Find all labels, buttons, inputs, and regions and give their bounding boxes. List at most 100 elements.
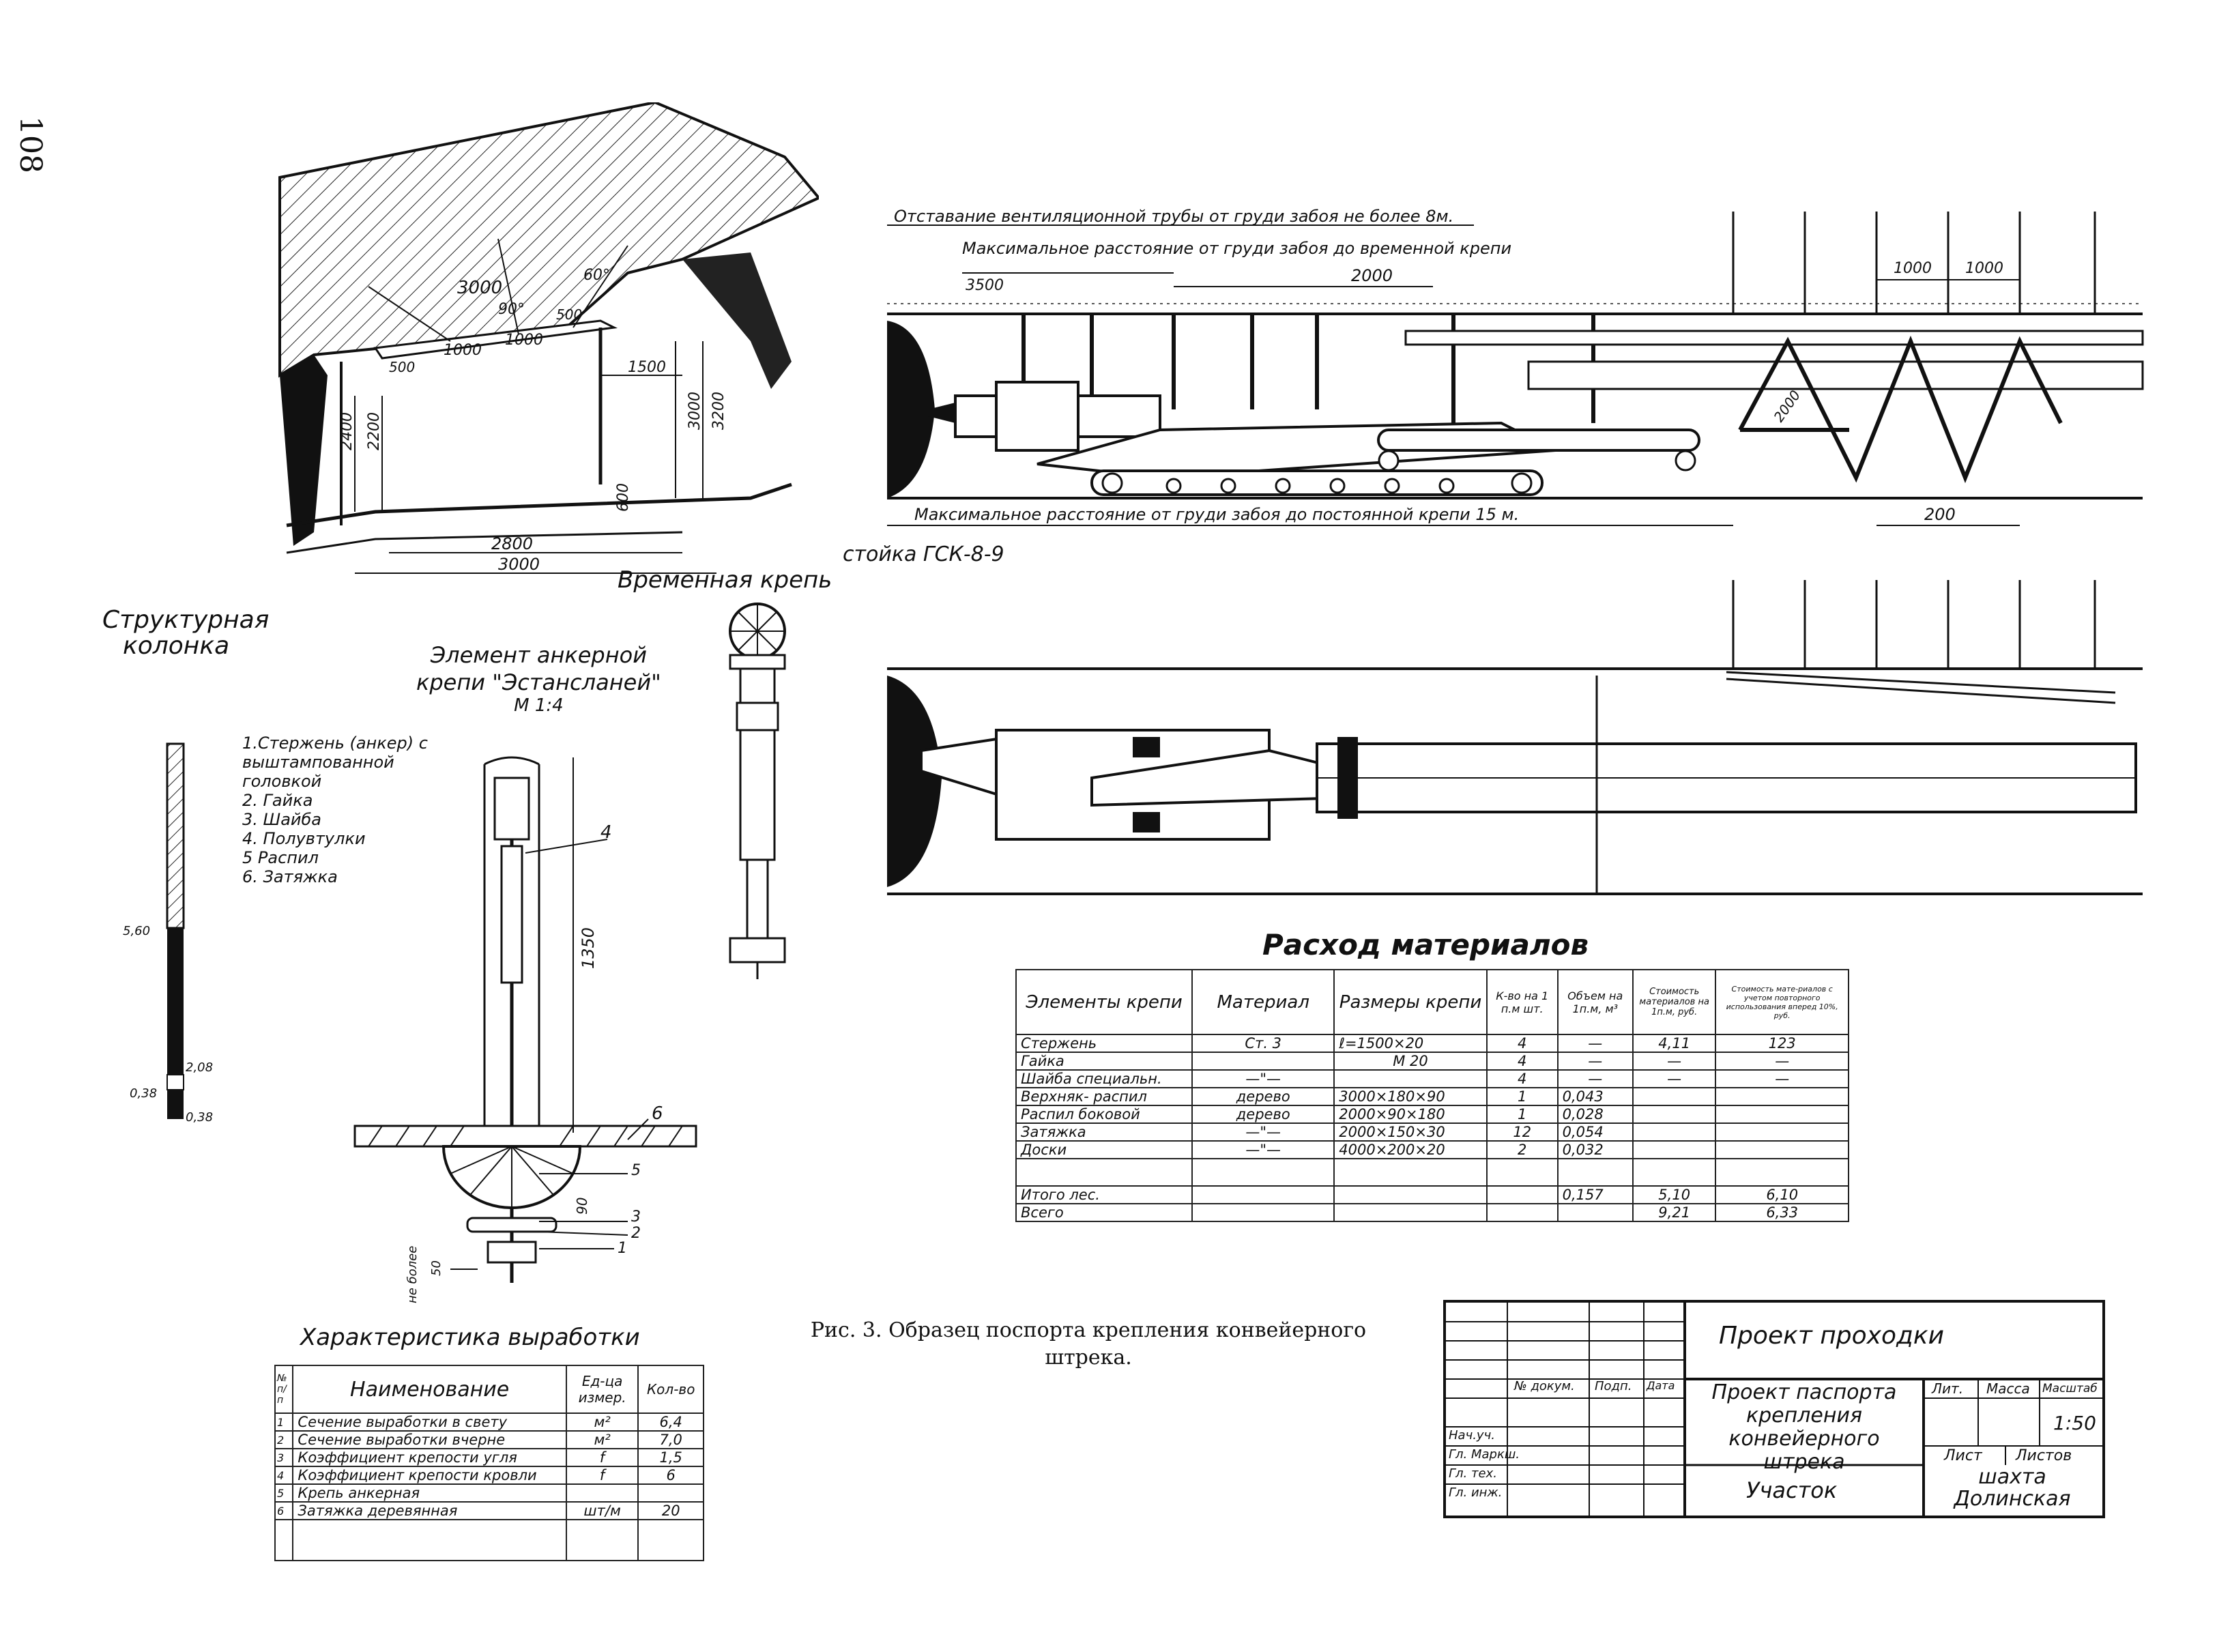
cell: f — [565, 1466, 639, 1485]
figure-caption: Рис. 3. Образец поспорта крепления конве… — [810, 1318, 1367, 1370]
cell: ℓ=1500×20 — [1333, 1034, 1488, 1053]
cell: м² — [565, 1430, 639, 1449]
tb-sheet: Лист — [1944, 1447, 1982, 1464]
cell: 4 — [1486, 1034, 1559, 1053]
mat-h-4: Объем на 1п.м, м³ — [1556, 969, 1634, 1035]
table-row — [1015, 1158, 1849, 1187]
cell: Шайба специальн. — [1015, 1069, 1193, 1088]
cell: — — [1556, 1034, 1634, 1053]
cell: — — [1632, 1052, 1717, 1071]
tb-section: Участок — [1746, 1477, 1838, 1503]
structural-column-title-line2: колонка — [123, 632, 230, 660]
stand-detail-drawing — [729, 603, 786, 979]
cell: дерево — [1191, 1105, 1335, 1124]
cell: 4 — [1486, 1052, 1559, 1071]
dim-90: 90 — [574, 1198, 590, 1215]
dim-3000-side: 3000 — [686, 392, 704, 430]
cell: 5,10 — [1632, 1185, 1717, 1204]
dim-1000-a: 1000 — [1894, 260, 1932, 277]
cell — [1715, 1122, 1849, 1142]
mark-0-38-left: 0,38 — [130, 1086, 157, 1101]
cell — [1632, 1087, 1717, 1106]
cell: — — [1556, 1052, 1634, 1071]
cell — [1632, 1105, 1717, 1124]
legend-item-2: 2. Гайка — [242, 791, 313, 810]
temporary-support-label: Временная крепь — [618, 566, 832, 594]
cell: Итого лес. — [1015, 1185, 1193, 1204]
cell: 9,21 — [1632, 1203, 1717, 1222]
char-header-row: № п/п Наименование Ед-ца измер. Кол-во — [274, 1365, 704, 1414]
dim-2000-top: 2000 — [1351, 266, 1393, 285]
cell — [1333, 1203, 1488, 1222]
callout-5: 5 — [631, 1162, 641, 1179]
table-row: Шайба специальн.—"—4——— — [1015, 1069, 1849, 1088]
tb-lit: Лит. — [1932, 1380, 1964, 1397]
legend-item-1: 1.Стержень (анкер) с выштампованной голо… — [242, 734, 428, 791]
cell: 0,054 — [1556, 1122, 1634, 1142]
cell: Всего — [1015, 1203, 1193, 1222]
cell: — — [1715, 1069, 1849, 1088]
longitudinal-section-drawing: Отставание вентиляционной трубы от груди… — [887, 207, 2144, 526]
structural-column-title-line1: Структурная — [102, 606, 270, 634]
cell: 6,10 — [1715, 1185, 1849, 1204]
cell: дерево — [1191, 1087, 1335, 1106]
tb-header-date: Дата — [1647, 1379, 1675, 1392]
callout-1: 1 — [618, 1240, 627, 1257]
cell: 6 — [637, 1466, 704, 1485]
plan-view-drawing — [887, 580, 2143, 895]
cell: Коэффициент крепости кровли — [292, 1466, 567, 1485]
cell: Затяжка деревянная — [292, 1501, 567, 1520]
cell: Коэффициент крепости угля — [292, 1448, 567, 1467]
cell: 4000×200×20 — [1333, 1140, 1488, 1159]
tb-doc-title: Проект паспорта крепления конвейерного ш… — [1711, 1380, 1897, 1474]
anchor-drawing: 1350 90 50 не более 4 6 5 3 2 1 — [353, 756, 697, 1303]
dim-3000-top: 3000 — [457, 278, 502, 298]
cell: 1 — [274, 1412, 294, 1432]
dim-not-more: не более — [405, 1246, 420, 1303]
cell: 7,0 — [637, 1430, 704, 1449]
tb-role-4: Гл. инж. — [1449, 1486, 1503, 1500]
callout-3: 3 — [631, 1208, 641, 1226]
char-h-3: Кол-во — [637, 1365, 704, 1414]
mat-h-2: Размеры крепи — [1333, 969, 1488, 1035]
dim-1000-a: 1000 — [444, 342, 482, 359]
cell: Затяжка — [1015, 1122, 1193, 1142]
legend-item-3: 3. Шайба — [242, 810, 322, 829]
cell: 12 — [1486, 1122, 1559, 1142]
tb-header-sign: Подп. — [1595, 1379, 1632, 1393]
dim-1000-b: 1000 — [505, 332, 543, 349]
cell: 4,11 — [1632, 1034, 1717, 1053]
materials-title: Расход материалов — [1262, 928, 1589, 961]
cell: —"— — [1191, 1140, 1335, 1159]
cell: 1 — [1486, 1105, 1559, 1124]
callout-2: 2 — [631, 1225, 641, 1242]
title-block: Проект проходки № докум. Подп. Дата Нач.… — [1443, 1300, 2105, 1518]
cell: Сечение выработки вчерне — [292, 1430, 567, 1449]
mark-5-60: 5,60 — [123, 924, 150, 938]
max-dist-perm-note: Максимальное расстояние от груди забоя д… — [914, 505, 1519, 524]
cell: Стержень — [1015, 1034, 1193, 1053]
dim-3500: 3500 — [966, 277, 1004, 294]
dim-1500: 1500 — [628, 359, 666, 376]
tb-mass: Масса — [1986, 1380, 2030, 1397]
cell — [1715, 1158, 1849, 1187]
stand-label: стойка ГСК-8-9 — [843, 542, 1004, 566]
dim-600: 600 — [615, 483, 632, 512]
mat-h-3: К-во на 1 п.м шт. — [1486, 969, 1559, 1035]
dim-500-right: 500 — [556, 306, 582, 323]
cell — [1486, 1203, 1559, 1222]
char-h-2: Ед-ца измер. — [565, 1365, 639, 1414]
cell: 6,33 — [1715, 1203, 1849, 1222]
legend-item-6: 6. Затяжка — [242, 867, 338, 886]
tb-sheets: Листов — [2016, 1447, 2072, 1464]
dim-90deg: 90° — [498, 301, 525, 318]
anchor-title-line1: Элемент анкерной — [430, 642, 648, 668]
cell: — — [1556, 1069, 1634, 1088]
dim-500-left: 500 — [389, 359, 415, 375]
cell: 2 — [274, 1430, 294, 1449]
